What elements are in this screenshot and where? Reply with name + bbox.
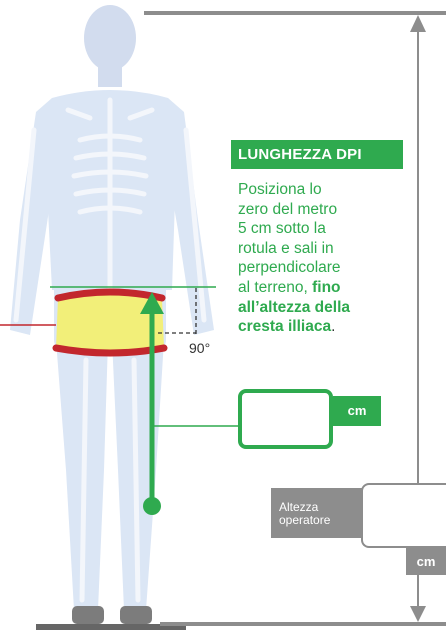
measure-arrow-origin (143, 497, 161, 515)
top-arrowhead (410, 15, 426, 32)
dpi-unit-label: cm (333, 396, 381, 426)
instruction-bold: all’altezza della (238, 298, 350, 316)
measurement-instructions: Posiziona lo zero del metro 5 cm sotto l… (238, 180, 388, 337)
instruction-line: perpendicolare (238, 259, 341, 277)
instruction-line: Posiziona lo (238, 181, 322, 198)
head (84, 5, 136, 71)
instruction-line: rotula e sali in (238, 239, 334, 257)
right-foot (120, 606, 152, 624)
instruction-line: cresta illiaca. (238, 317, 388, 337)
bottom-arrowhead (410, 606, 426, 622)
operator-height-input-box[interactable] (361, 483, 446, 548)
instruction-line: all’altezza della (238, 298, 388, 318)
dpi-length-input-box[interactable] (238, 389, 333, 449)
dpi-length-title: LUNGHEZZA DPI (231, 140, 403, 169)
measure-arrow-head (140, 292, 164, 314)
instruction-bold: cresta illiaca (238, 318, 332, 336)
belt-fill (56, 292, 164, 353)
skeleton (13, 97, 207, 603)
instruction-bold: fino (312, 278, 341, 296)
operator-height-label: Altezza operatore (279, 500, 331, 527)
ground-line (36, 624, 186, 630)
left-foot (72, 606, 104, 624)
operator-height-label-bg (271, 488, 375, 538)
operator-unit-label: cm (406, 548, 446, 575)
instruction-period: . (331, 318, 336, 336)
instruction-line: zero del metro (238, 200, 338, 218)
instruction-line: al terreno, fino (238, 278, 388, 298)
right-angle-label: 90° (189, 340, 211, 356)
instruction-text: al terreno, (238, 278, 313, 296)
neck (98, 65, 122, 87)
instruction-line: 5 cm sotto la (238, 220, 326, 238)
